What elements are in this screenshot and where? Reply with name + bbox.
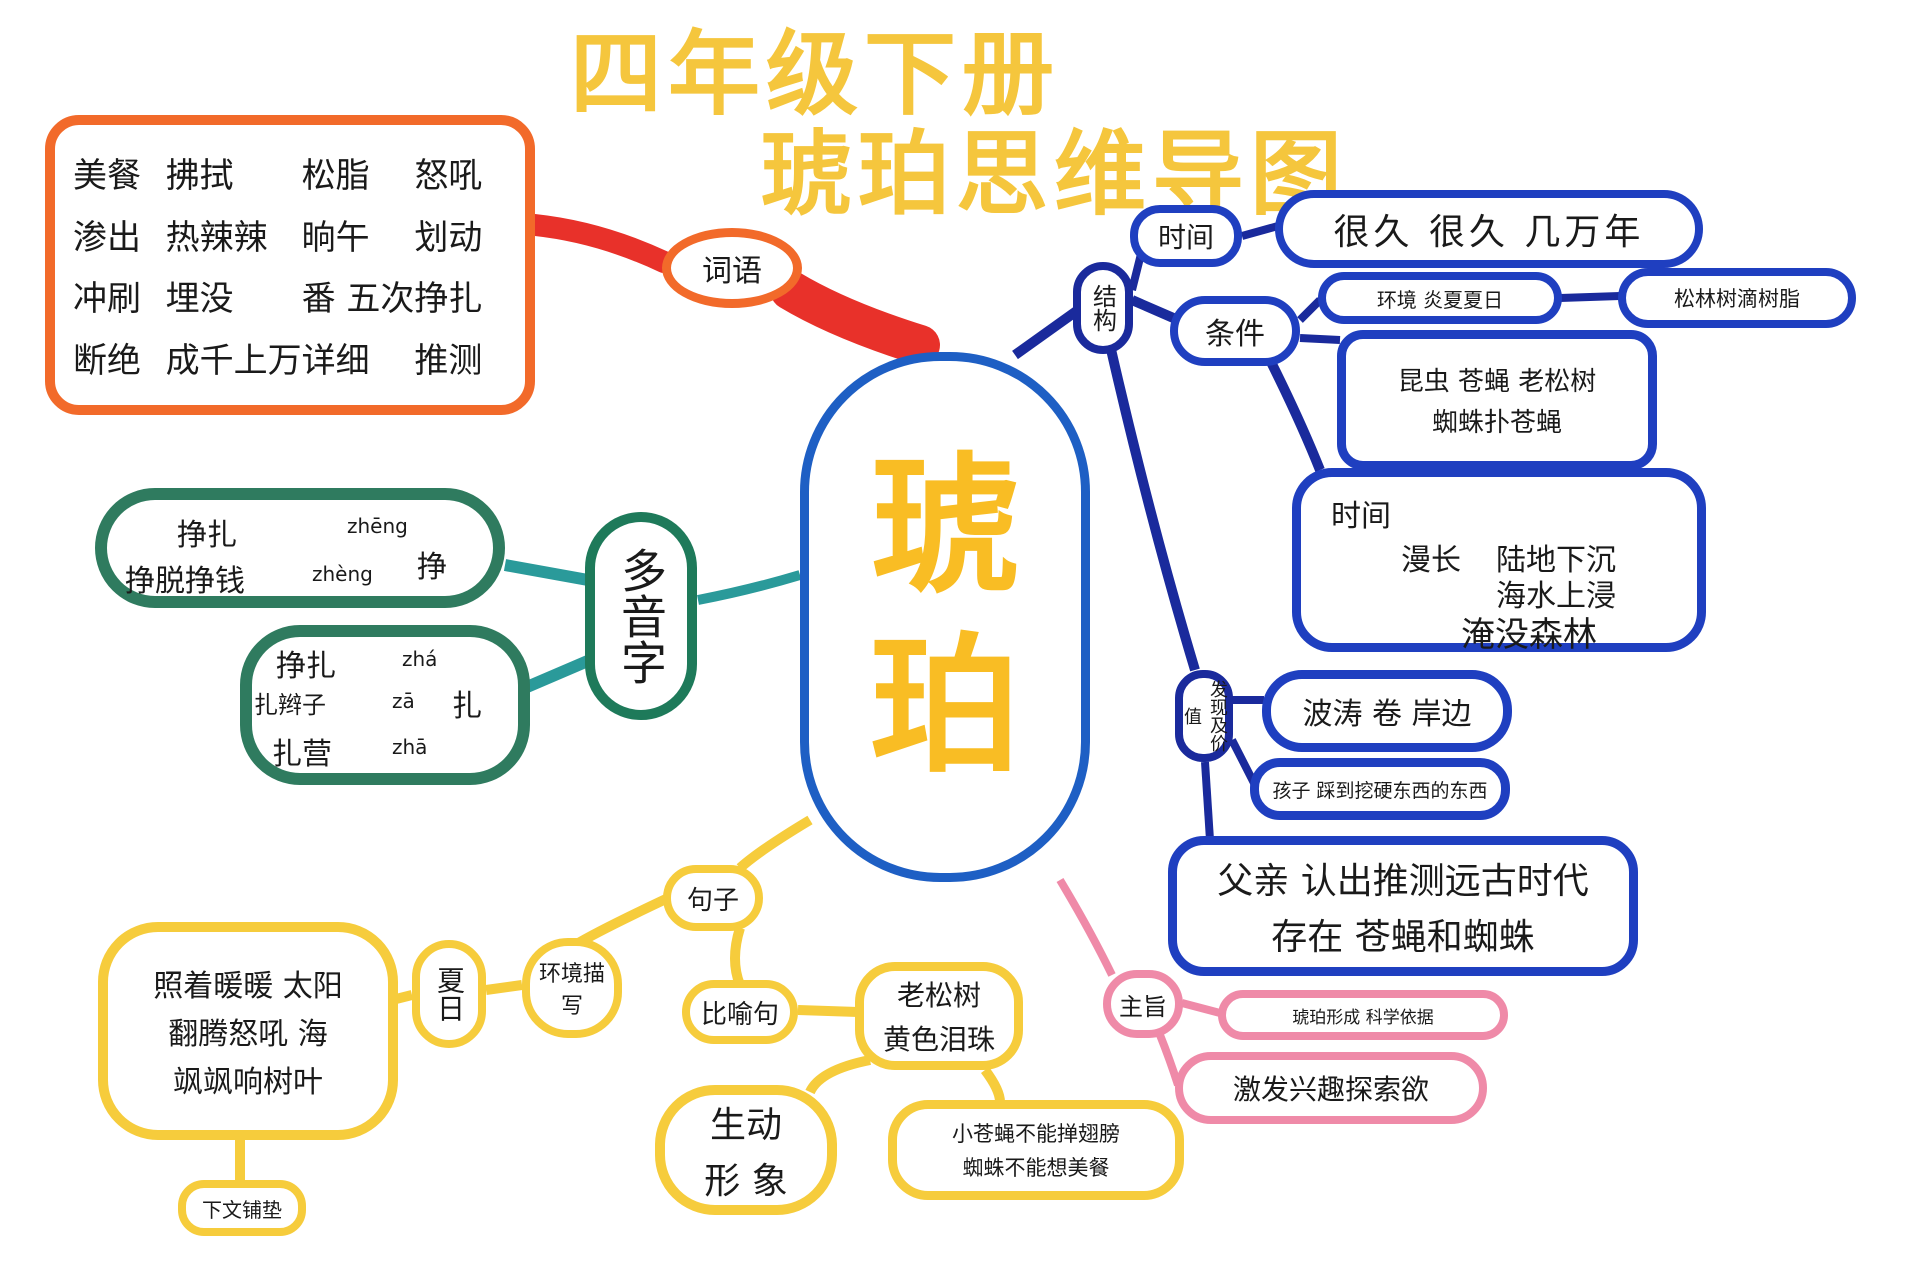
word: 埋没 [165,279,234,320]
renwu-node: 昆虫 苍蝇 老松树 蜘蛛扑苍蝇 [1337,330,1657,470]
shijian2-line-1: 漫长 [1401,543,1461,578]
shijian-value: 很久 很久 几万年 [1275,190,1703,268]
word: 断绝 [73,341,141,382]
ciyu-node: 词语 [662,228,802,308]
xiari-line-2: 翻腾怒吼 海 [168,1017,328,1052]
shijian-node: 时间 [1130,205,1242,267]
word: 划动 [414,217,483,258]
zhuzhi-node: 主旨 [1103,970,1183,1038]
central-char-1: 琥 [869,440,1020,614]
xiaocang-line-1: 小苍蝇不能掸翅膀 [952,1122,1120,1146]
huanjing-node: 环境 炎夏夏日 [1318,272,1562,324]
laosong-line-1: 老松树 [896,979,981,1012]
jiegou-node: 结构 [1073,262,1133,354]
word: 美餐 [73,155,141,196]
haizi-node: 孩子 踩到挖硬东西的东西 [1250,758,1510,820]
za-words: 扎辫子 [254,691,326,719]
shijian2-line-2: 陆地下沉 [1496,543,1616,578]
word: 详细 [301,341,370,382]
xiari-node: 夏日 [412,940,486,1048]
shijian2-line-4: 淹没森林 [1461,615,1597,655]
renwu-line-2: 蜘蛛扑苍蝇 [1431,408,1562,438]
zheng-word: 挣扎 [177,518,237,553]
xiari-line-3: 飒飒响树叶 [173,1065,323,1100]
word: 推测 [414,341,483,382]
duoyinzi-node: 多音字 [585,512,697,720]
fuqin-line-1: 父亲 认出推测远古时代 [1217,861,1589,902]
shengdong-node: 生动 形 象 [655,1085,837,1215]
word: 番 五次 [301,279,415,320]
zha-pinyin-1: zhá [402,647,438,671]
central-topic: 琥 珀 [800,352,1090,882]
juzi-node: 句子 [663,865,763,931]
zheng-words: 挣脱挣钱 [125,564,245,599]
word: 热辣辣 [165,217,268,258]
word: 怒吼 [414,155,483,196]
word: 成千上万 [165,341,302,382]
fuqin-node: 父亲 认出推测远古时代 存在 苍蝇和蜘蛛 [1168,836,1638,976]
xiawen-node: 下文铺垫 [178,1180,306,1236]
zha-ying: 扎营 [272,737,332,772]
renwu-line-1: 昆虫 苍蝇 老松树 [1397,367,1597,397]
xiaocang-node: 小苍蝇不能掸翅膀 蜘蛛不能想美餐 [888,1100,1184,1200]
faxian-node: 发现及价值 [1175,670,1233,762]
laosong-node: 老松树 黄色泪珠 [855,962,1023,1070]
shengdong-line-1: 生动 [709,1105,782,1146]
vocabulary-box: 美餐 拂拭 松脂 怒吼 渗出 热辣辣 晌午 划动 冲刷 埋没 番 五次 挣扎 断… [45,115,535,415]
botao-node: 波涛 卷 岸边 [1262,670,1512,752]
central-char-2: 珀 [869,620,1020,794]
xiaocang-line-2: 蜘蛛不能想美餐 [962,1156,1110,1180]
fuqin-line-2: 存在 苍蝇和蜘蛛 [1271,917,1535,958]
zha-char: 扎 [452,689,482,724]
word: 拂拭 [165,155,234,196]
zhuzhi-item-2: 激发兴趣探索欲 [1175,1052,1487,1124]
zheng-cloud: 挣扎 zhēng 挣脱挣钱 zhèng 挣 [95,488,505,608]
word: 松脂 [301,155,370,196]
shengdong-line-2: 形 象 [704,1161,788,1202]
tiaojian-node: 条件 [1170,296,1300,366]
zheng-char: 挣 [417,550,447,585]
word: 渗出 [73,217,141,258]
title-line2: 琥珀思维导图 [760,121,1349,228]
zheng-pinyin-2: zhèng [312,562,373,586]
huanjing-miaoxie-node: 环境描写 [522,938,622,1038]
word: 冲刷 [73,279,141,320]
xiari-line-1: 照着暖暖 太阳 [153,969,343,1004]
zha-word: 挣扎 [276,649,336,684]
laosong-line-2: 黄色泪珠 [882,1023,995,1056]
word: 晌午 [301,217,370,258]
shijian2-line-3: 海水上浸 [1496,579,1616,614]
word: 挣扎 [414,279,483,320]
biyu-node: 比喻句 [682,980,798,1044]
shijian2-label: 时间 [1331,499,1391,534]
xiari-content: 照着暖暖 太阳 翻腾怒吼 海 飒飒响树叶 [98,922,398,1140]
zheng-pinyin-1: zhēng [347,514,408,538]
title-line1: 四年级下册 [570,21,1061,128]
zha-cloud: 挣扎 zhá 扎辫子 zā 扎 扎营 zhā [240,625,530,785]
shijian2-node: 时间 漫长 陆地下沉 海水上浸 淹没森林 [1292,468,1706,655]
zha-pinyin-3: zhā [392,735,428,759]
zhuzhi-item-1: 琥珀形成 科学依据 [1218,990,1508,1040]
songshu-node: 松林树滴树脂 [1618,268,1856,328]
za-pinyin: zā [392,689,415,713]
